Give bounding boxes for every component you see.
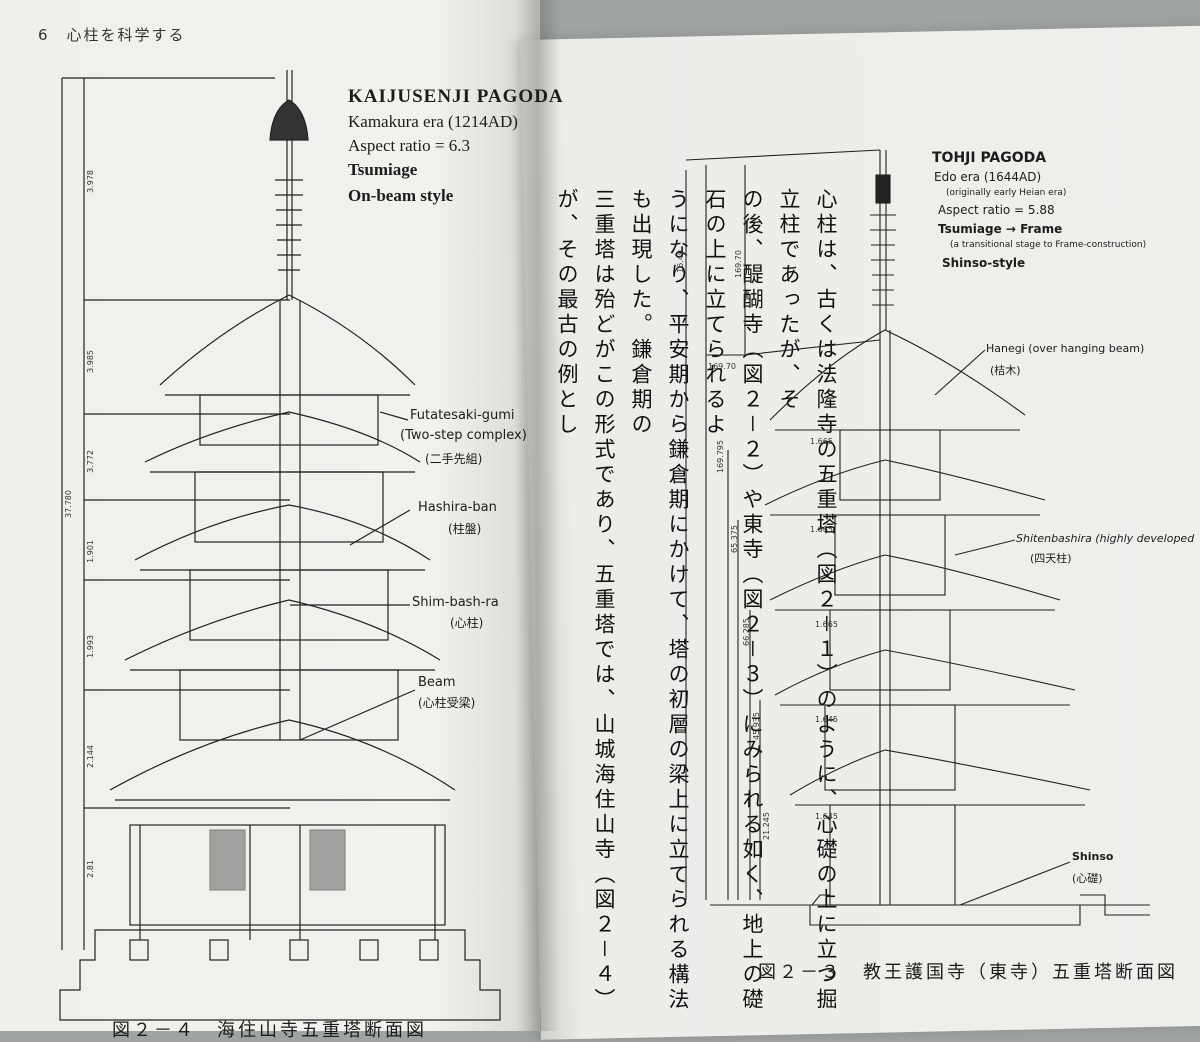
figure-method-note: (a transitional stage to Frame-construct… bbox=[950, 240, 1147, 250]
dimension-label: 169.795 bbox=[716, 440, 725, 474]
left-page bbox=[0, 0, 540, 1031]
annotation-label: (Two-step complex) bbox=[400, 428, 527, 443]
body-text-column: 心柱は、古くは法隆寺の五重塔（図２－１）のように、心礎の上に立つ掘立柱であったが… bbox=[548, 188, 844, 1018]
annotation-jp: (二手先組) bbox=[425, 452, 483, 466]
annotation-label: Shim-bash-ra bbox=[412, 595, 499, 610]
body-text-line: の後、醍醐寺（図２－２）や東寺（図２－３）にみられる如く、地上の礎石の上に立てら… bbox=[703, 188, 764, 1013]
figure-style: Shinso-style bbox=[942, 256, 1026, 270]
dimension-label: 66.285 bbox=[742, 618, 751, 646]
annotation-label: Shinso bbox=[1072, 850, 1114, 863]
dimension-label: 1.645 bbox=[815, 812, 838, 821]
annotation-jp: (心柱受梁) bbox=[418, 696, 476, 710]
figure-aspect: Aspect ratio = 5.88 bbox=[938, 203, 1055, 217]
body-text-line: 三重塔は殆どがこの形式であり、五重塔では、山城海住山寺（図２－４）が、その最古の… bbox=[555, 188, 616, 1013]
dimension-label: 65.375 bbox=[730, 525, 739, 553]
running-head: 6 心柱を科学する bbox=[38, 26, 186, 44]
annotation-label: Hanegi (over hanging beam) bbox=[986, 342, 1145, 355]
figure-title: TOHJI PAGODA bbox=[932, 150, 1047, 166]
figure-era: Edo era (1644AD) bbox=[934, 170, 1042, 184]
annotation-label: Hashira-ban bbox=[418, 500, 497, 515]
book-gutter bbox=[515, 0, 560, 1031]
dimension-label: 16.49 bbox=[676, 250, 685, 273]
dimension-label: 21.245 bbox=[762, 812, 771, 840]
figure-method: Tsumiage bbox=[348, 160, 418, 179]
dimension-label: 169.70 bbox=[708, 362, 736, 371]
annotation-jp: (桔木) bbox=[990, 364, 1021, 377]
dimension-label: 1.665 bbox=[810, 437, 833, 446]
figure-method: Tsumiage → Frame bbox=[938, 222, 1063, 236]
annotation-jp: (柱盤) bbox=[448, 522, 482, 536]
right-figure-caption: 図２－３ 教王護国寺（東寺）五重塔断面図 bbox=[758, 962, 1178, 983]
annotation-jp: (四天柱) bbox=[1030, 552, 1072, 565]
dimension-label: 1.645 bbox=[815, 715, 838, 724]
kaijusenji-pagoda-drawing bbox=[59, 70, 501, 1021]
dimension-label: 1.665 bbox=[810, 525, 833, 534]
annotation-label: Shitenbashira (highly developed bbox=[1016, 532, 1195, 545]
annotation-jp: (心柱) bbox=[450, 616, 484, 630]
annotation-label: Futatesaki-gumi bbox=[410, 408, 515, 423]
body-text-line: 心柱は、古くは法隆寺の五重塔（図２－１）のように、心礎の上に立つ掘立柱であったが… bbox=[777, 188, 838, 1013]
figure-era-note: (originally early Heian era) bbox=[946, 188, 1067, 198]
annotation-label: Beam bbox=[418, 675, 456, 690]
figure-title: KAIJUSENJI PAGODA bbox=[348, 86, 564, 107]
dimension-label: 1.665 bbox=[815, 620, 838, 629]
figure-era: Kamakura era (1214AD) bbox=[348, 112, 518, 131]
annotation-jp: (心礎) bbox=[1072, 872, 1103, 885]
figure-style: On-beam style bbox=[348, 186, 454, 205]
dimension-label: 45.935 bbox=[752, 712, 761, 740]
dimension-label: 169.70 bbox=[734, 250, 743, 278]
figure-aspect: Aspect ratio = 6.3 bbox=[348, 136, 470, 155]
